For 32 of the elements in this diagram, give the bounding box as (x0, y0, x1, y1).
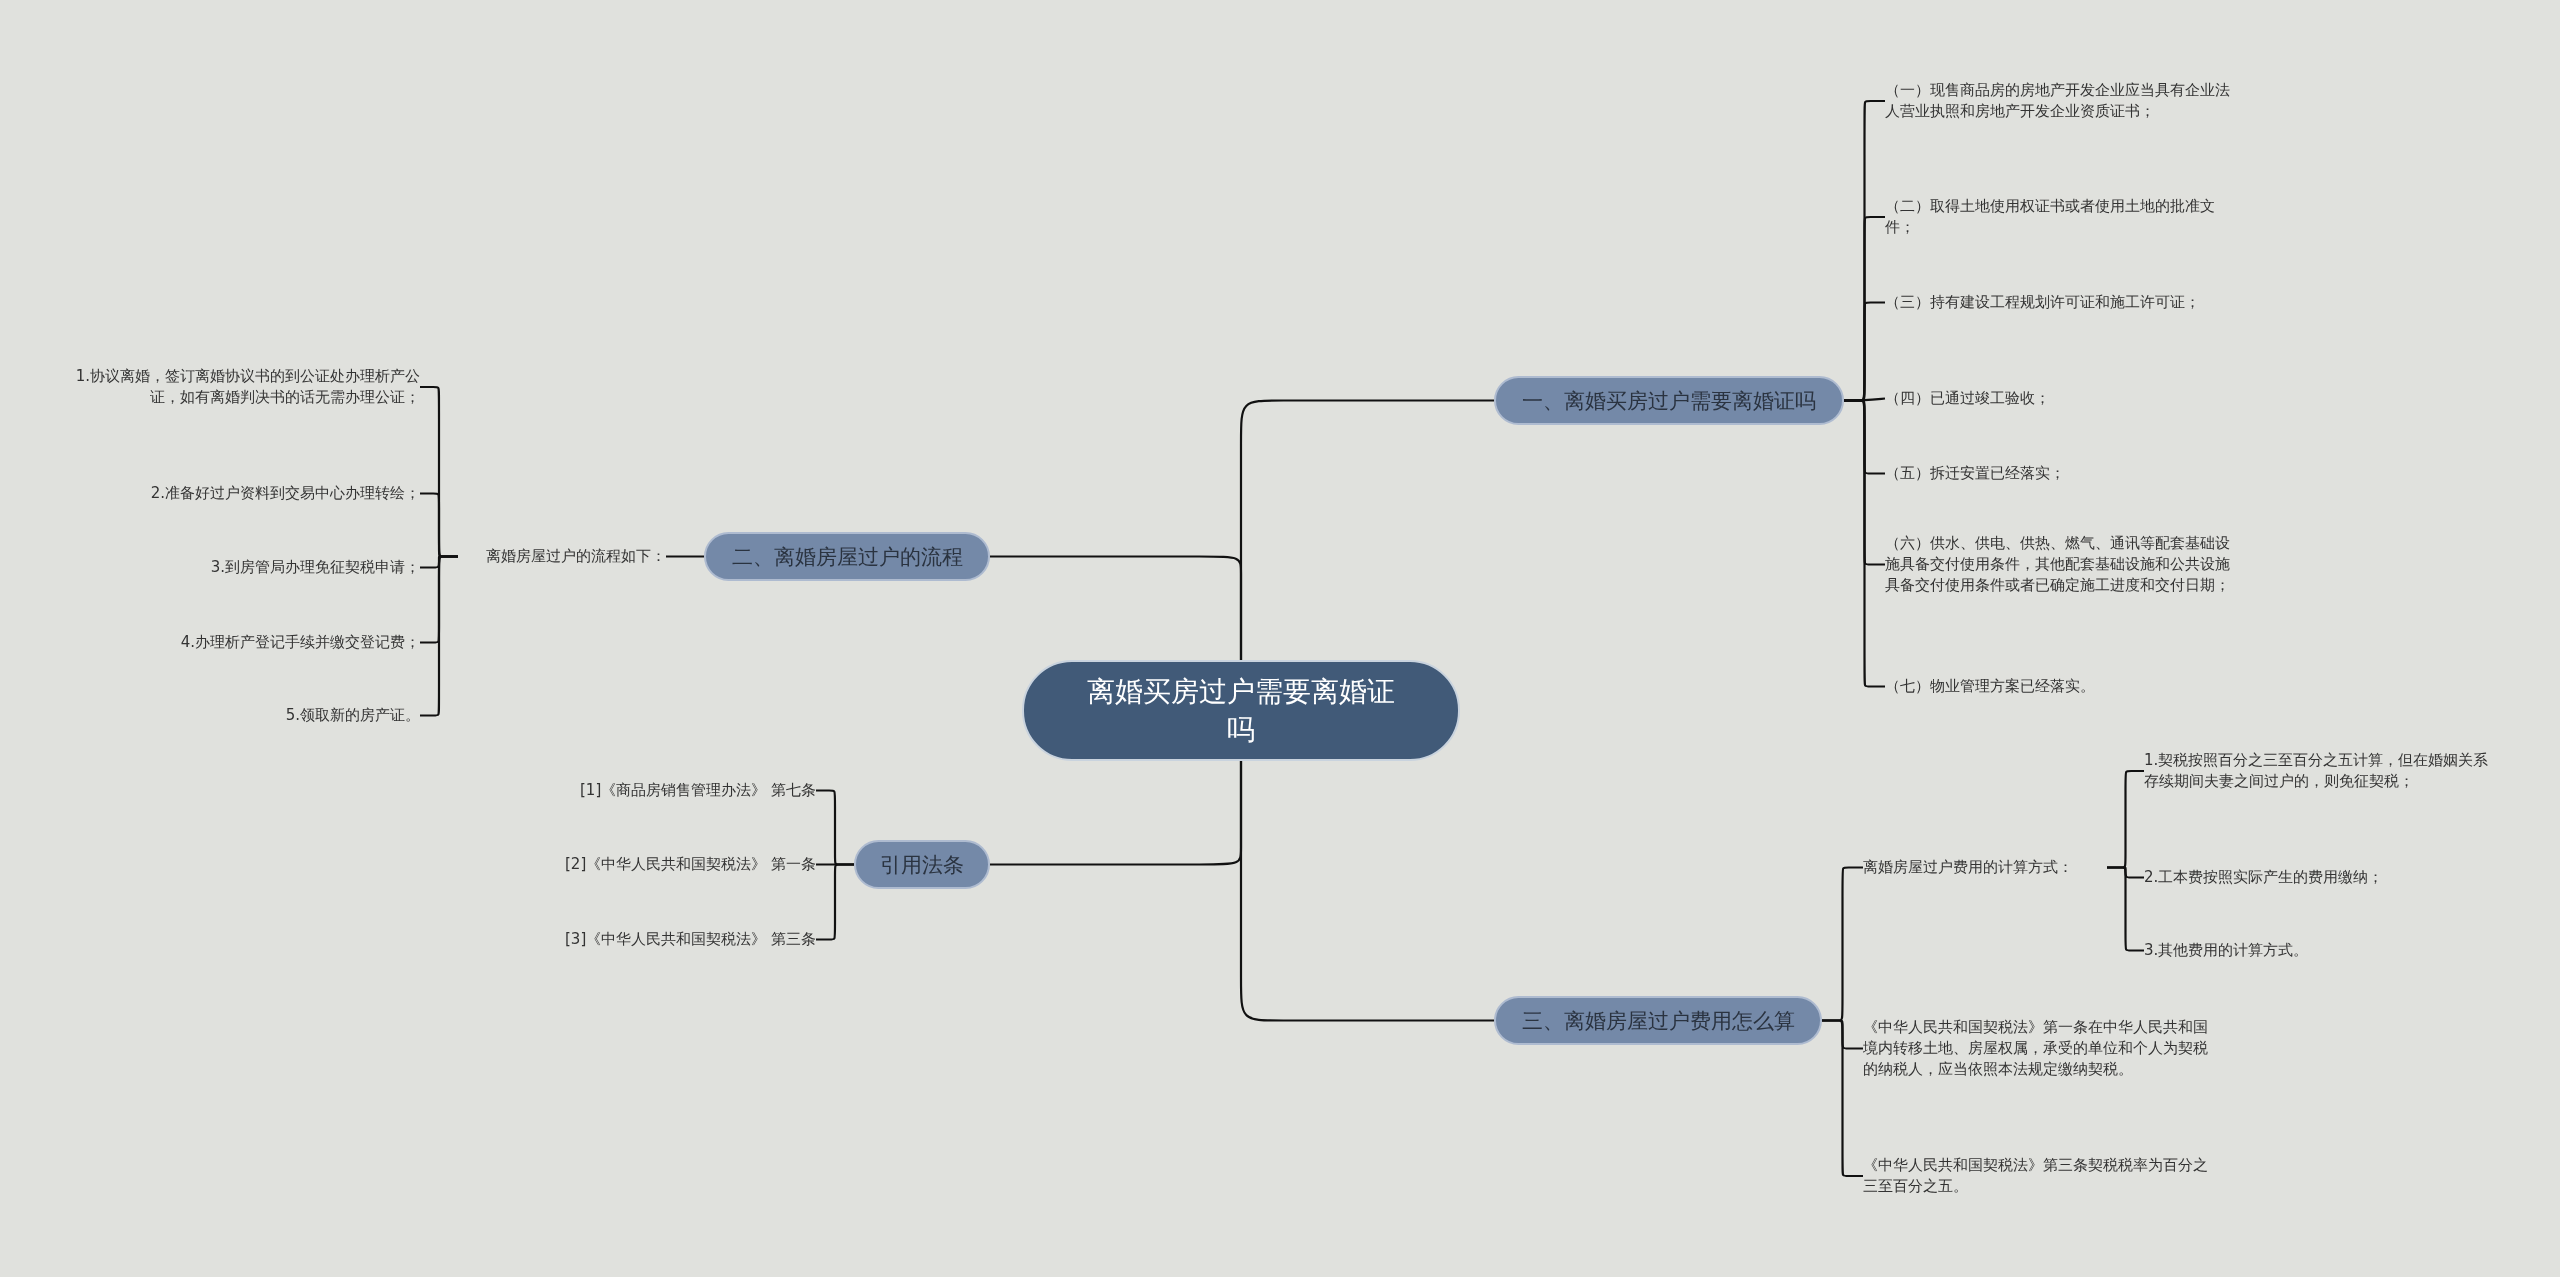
topic-text: （一）现售商品房的房地产开发企业应当具有企业法人营业执照和房地产开发企业资质证书； (1885, 80, 2230, 122)
connector-line (814, 863, 856, 941)
topic-text: 2.准备好过户资料到交易中心办理转绘； (66, 483, 420, 504)
connector-line (988, 555, 1243, 662)
topic-text: 5.领取新的房产证。 (66, 705, 420, 726)
topic-text: 离婚房屋过户费用的计算方式： (1863, 857, 2107, 878)
topic-text: [1]《商品房销售管理办法》 第七条 (470, 780, 816, 801)
topic-text: （二）取得土地使用权证书或者使用土地的批准文件； (1885, 196, 2230, 238)
topic-text: 3.其他费用的计算方式。 (2144, 940, 2494, 961)
topic-text: （四）已通过竣工验收； (1885, 388, 2230, 409)
connector-line (664, 555, 706, 558)
topic-text: （七）物业管理方案已经落实。 (1885, 676, 2230, 697)
topic-pill: 二、离婚房屋过户的流程 (704, 532, 990, 581)
topic-text: 3.到房管局办理免征契税申请； (66, 557, 420, 578)
topic-text: [3]《中华人民共和国契税法》 第三条 (470, 929, 816, 950)
connector-line (1239, 759, 1496, 1022)
topic-text: 离婚房屋过户的流程如下： (458, 546, 666, 567)
topic-text: 《中华人民共和国契税法》第三条契税税率为百分之三至百分之五。 (1863, 1155, 2213, 1197)
topic-text: 《中华人民共和国契税法》第一条在中华人民共和国境内转移土地、房屋权属，承受的单位和个人为契税的纳税人，应当依照本法规定缴纳契税。 (1863, 1017, 2213, 1080)
topic-pill: 引用法条 (854, 840, 990, 889)
topic-text: 1.协议离婚，签订离婚协议书的到公证处办理析产公证，如有离婚判决书的话无需办理公证； (66, 366, 420, 408)
topic-text: （五）拆迁安置已经落实； (1885, 463, 2230, 484)
connector-line (1820, 1019, 1865, 1178)
topic-text: 4.办理析产登记手续并缴交登记费； (66, 632, 420, 653)
topic-pill: 三、离婚房屋过户费用怎么算 (1494, 996, 1822, 1045)
topic-text: 2.工本费按照实际产生的费用缴纳； (2144, 867, 2494, 888)
topic-text: 1.契税按照百分之三至百分之五计算，但在婚姻关系存续期间夫妻之间过户的，则免征契税； (2144, 750, 2494, 792)
topic-text: （六）供水、供电、供热、燃气、通讯等配套基础设施具备交付使用条件，其他配套基础设施和公共设施具备交付使用条件或者已确定施工进度和交付日期； (1885, 533, 2230, 596)
topic-text: （三）持有建设工程规划许可证和施工许可证； (1885, 292, 2230, 313)
topic-text: [2]《中华人民共和国契税法》 第一条 (470, 854, 816, 875)
topic-pill: 一、离婚买房过户需要离婚证吗 (1494, 376, 1844, 425)
central-topic: 离婚买房过户需要离婚证吗 (1022, 660, 1460, 761)
